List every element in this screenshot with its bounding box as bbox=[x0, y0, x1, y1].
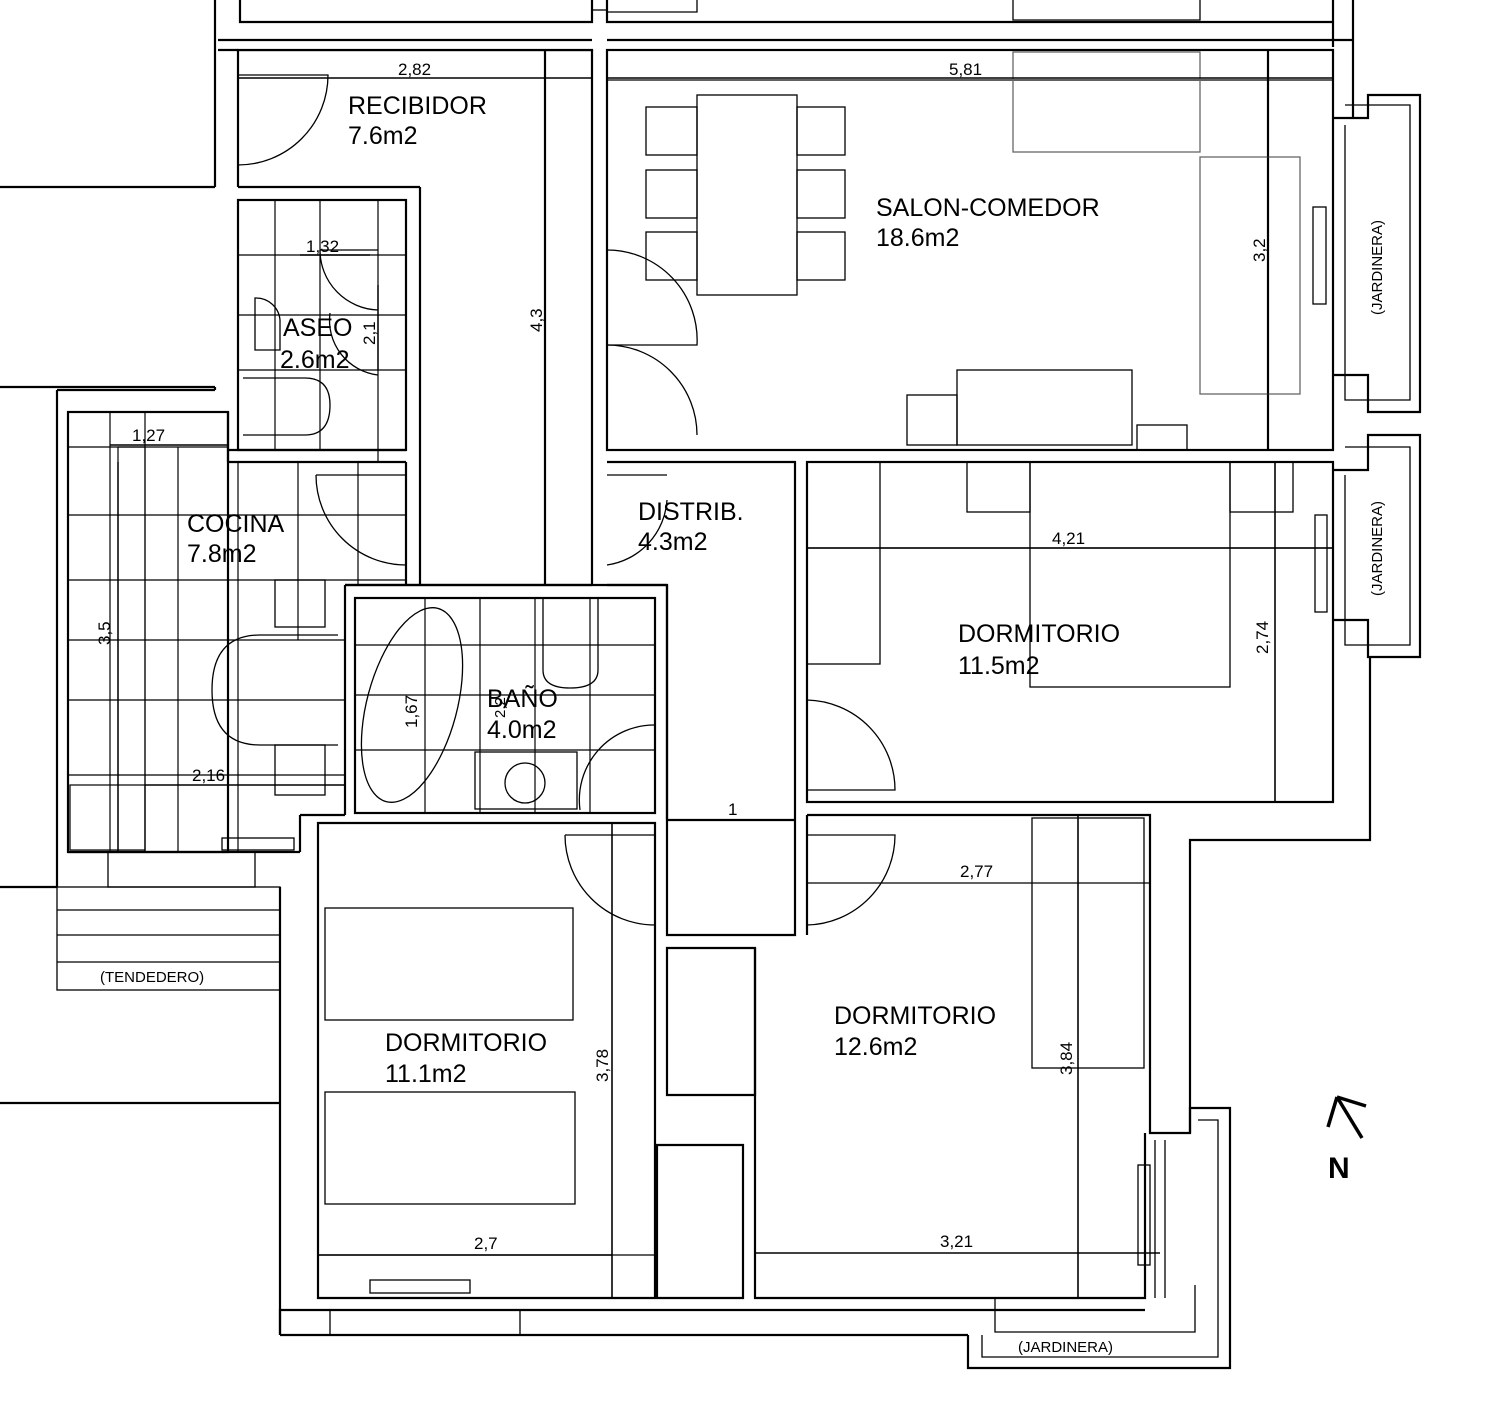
room-name-dormitorio-1: DORMITORIO bbox=[958, 620, 1120, 648]
room-name-aseo: ASEO bbox=[283, 314, 352, 342]
dimension-label: 1,67 bbox=[402, 695, 421, 728]
dimension-label: 3,84 bbox=[1057, 1042, 1076, 1075]
dimension-label: 5,81 bbox=[949, 60, 982, 79]
dimension-label: 1,27 bbox=[132, 426, 165, 445]
room-name-distrib: DISTRIB. bbox=[638, 498, 744, 526]
room-name-bano: BAÑO bbox=[487, 684, 558, 713]
tendedero-label: (TENDEDERO) bbox=[100, 969, 204, 986]
dimension-lines bbox=[110, 77, 1333, 1298]
dimension-label: 4,3 bbox=[527, 308, 546, 332]
room-area-dormitorio-3: 12.6m2 bbox=[834, 1033, 917, 1061]
room-name-salon: SALON-COMEDOR bbox=[876, 194, 1100, 222]
furniture bbox=[56, 51, 1328, 1205]
dimension-label: 2,77 bbox=[960, 862, 993, 881]
room-area-bano: 4.0m2 bbox=[487, 716, 556, 744]
dimension-label: 2,16 bbox=[192, 766, 225, 785]
dimension-label: 3,21 bbox=[940, 1232, 973, 1251]
room-labels: RECIBIDOR 7.6m2 SALON-COMEDOR 18.6m2 ASE… bbox=[187, 92, 1120, 1088]
dimension-label: 3,2 bbox=[1250, 238, 1269, 262]
doors bbox=[237, 74, 896, 926]
room-area-cocina: 7.8m2 bbox=[187, 540, 256, 568]
annotation-labels: (JARDINERA) (JARDINERA) (JARDINERA) (TEN… bbox=[100, 220, 1386, 1356]
exterior-walls bbox=[0, 0, 1355, 1337]
north-label: N bbox=[1328, 1152, 1350, 1185]
dimension-label: 2,82 bbox=[398, 60, 431, 79]
room-name-dormitorio-2: DORMITORIO bbox=[385, 1029, 547, 1057]
room-name-recibidor: RECIBIDOR bbox=[348, 92, 487, 120]
interior-walls bbox=[66, 48, 1422, 1370]
room-name-cocina: COCINA bbox=[187, 510, 285, 538]
north-arrow-icon: N bbox=[1326, 1095, 1367, 1185]
room-name-dormitorio-3: DORMITORIO bbox=[834, 1002, 996, 1030]
room-area-aseo: 2.6m2 bbox=[280, 346, 349, 374]
room-area-dormitorio-2: 11.1m2 bbox=[385, 1060, 467, 1088]
dimension-labels: 2,82 5,81 1,32 2,1 4,3 3,2 1,27 3,5 2,16… bbox=[95, 60, 1272, 1253]
dimension-label: 4,21 bbox=[1052, 529, 1085, 548]
dimension-label: 3,78 bbox=[593, 1049, 612, 1082]
dimension-label: 1,32 bbox=[306, 237, 339, 256]
jardinera-label-top: (JARDINERA) bbox=[1369, 220, 1386, 315]
room-area-recibidor: 7.6m2 bbox=[348, 122, 417, 150]
dimension-label: 2,7 bbox=[474, 1234, 498, 1253]
dimension-label: 1 bbox=[728, 800, 737, 819]
dimension-label: 3,5 bbox=[95, 621, 114, 645]
room-area-salon: 18.6m2 bbox=[876, 224, 959, 252]
room-area-distrib: 4.3m2 bbox=[638, 528, 707, 556]
jardinera-label-middle: (JARDINERA) bbox=[1369, 501, 1386, 596]
dimension-label: 2,1 bbox=[360, 321, 379, 345]
room-area-dormitorio-1: 11.5m2 bbox=[958, 652, 1040, 680]
dimension-label: 2,74 bbox=[1253, 621, 1272, 654]
jardinera-label-bottom: (JARDINERA) bbox=[1018, 1339, 1113, 1356]
dimension-label: 2,2 bbox=[492, 697, 509, 718]
